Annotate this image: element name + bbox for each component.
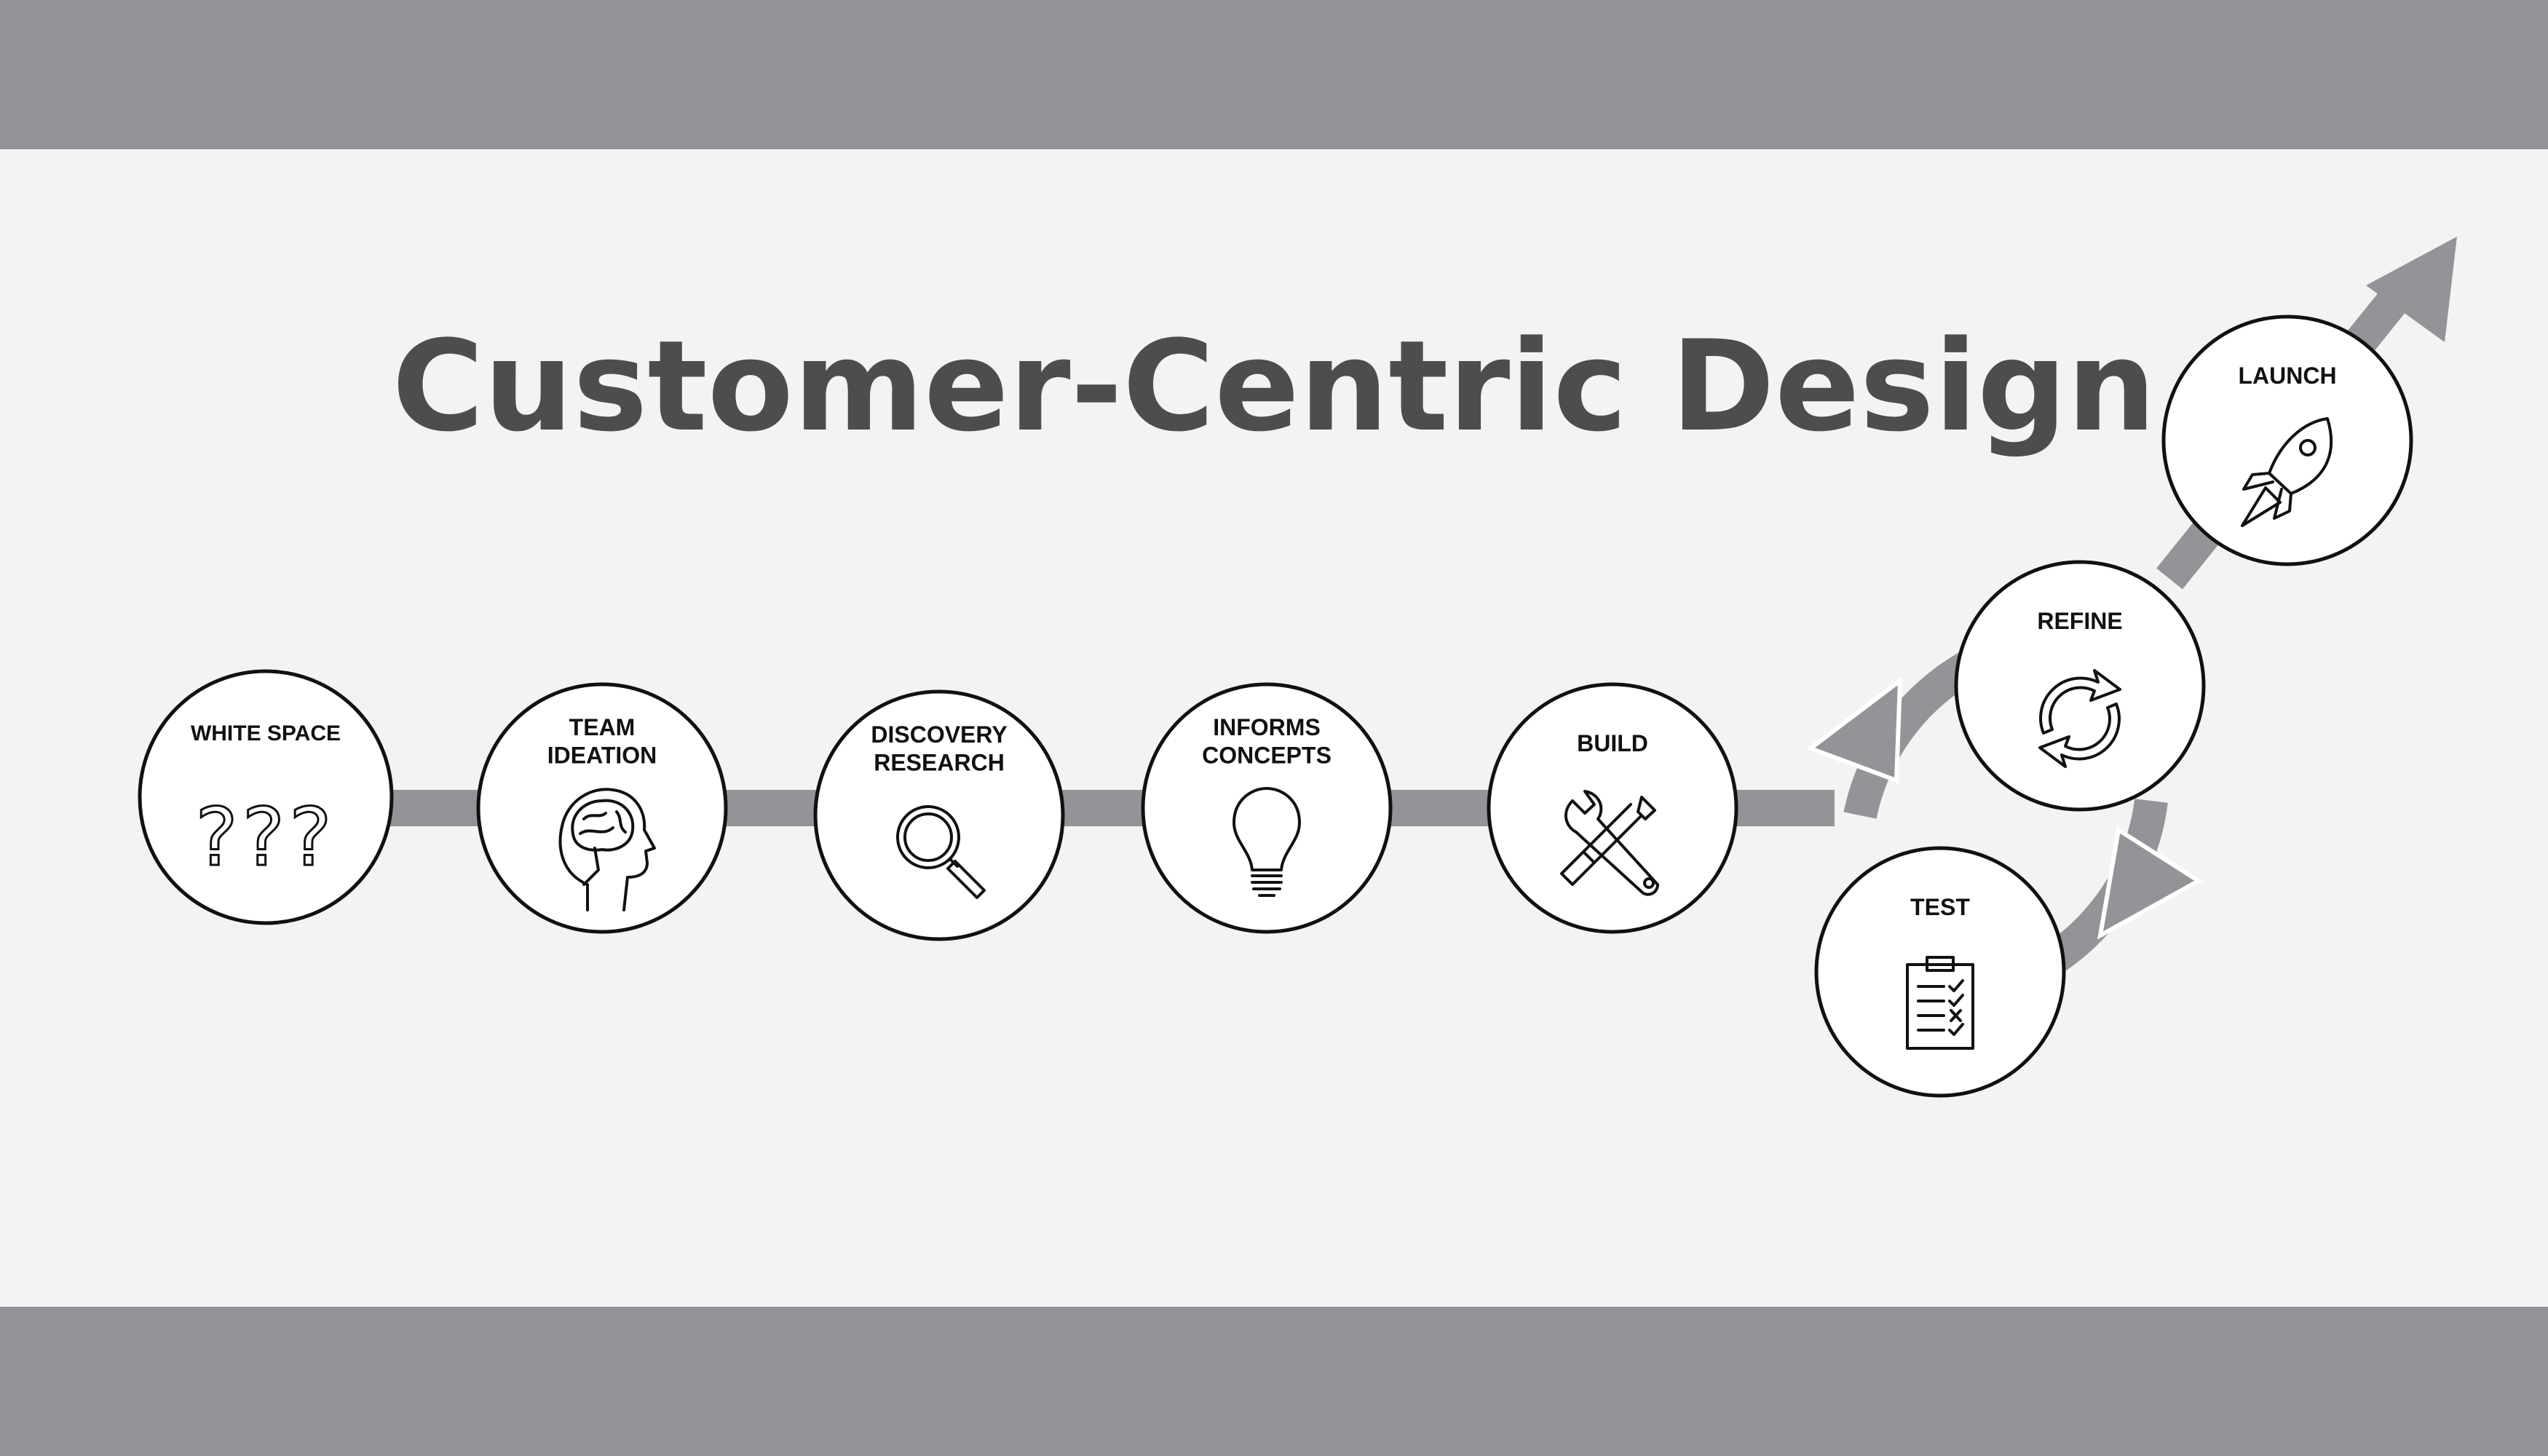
page-title: Customer-Centric Design [392,313,2156,459]
step-launch: LAUNCH [2161,314,2413,566]
step-label: RESEARCH [874,749,1005,775]
question-marks-text: ??? [195,791,336,884]
rocket-icon [2241,417,2333,527]
step-build: BUILD [1487,682,1738,934]
step-circle [1141,682,1393,934]
bottom-band [0,1307,2548,1456]
tools-icon [1560,790,1659,896]
step-circle [1954,560,2206,812]
refresh-icon [2038,669,2121,768]
step-circle [138,669,394,925]
trajectory-arrowhead-icon [2366,237,2457,342]
step-label: TEAM [569,714,636,740]
loop-arrow-upper-icon [1805,676,1903,784]
loop-arrow-lower-icon [2097,826,2203,940]
lightbulb-icon [1233,787,1301,897]
step-label: LAUNCH [2238,363,2336,389]
step-label: DISCOVERY [871,721,1007,748]
step-circle [476,682,728,934]
brain-head-icon [558,788,656,911]
step-label: TEST [1910,894,1970,920]
question-marks-icon: ??? [194,790,336,885]
step-circle [1487,682,1738,934]
step-test: TEST [1814,846,2066,1098]
step-label: INFORMS [1213,714,1321,740]
step-label: BUILD [1577,730,1648,756]
step-label: IDEATION [547,742,657,768]
step-label: WHITE SPACE [191,721,341,745]
step-label: REFINE [2037,608,2122,634]
step-white-space: WHITE SPACE??? [138,669,394,925]
top-band [0,0,2548,149]
magnifier-icon [896,805,986,899]
step-refine: REFINE [1954,560,2206,812]
step-label: CONCEPTS [1202,742,1332,768]
clipboard-icon [1906,956,1974,1050]
